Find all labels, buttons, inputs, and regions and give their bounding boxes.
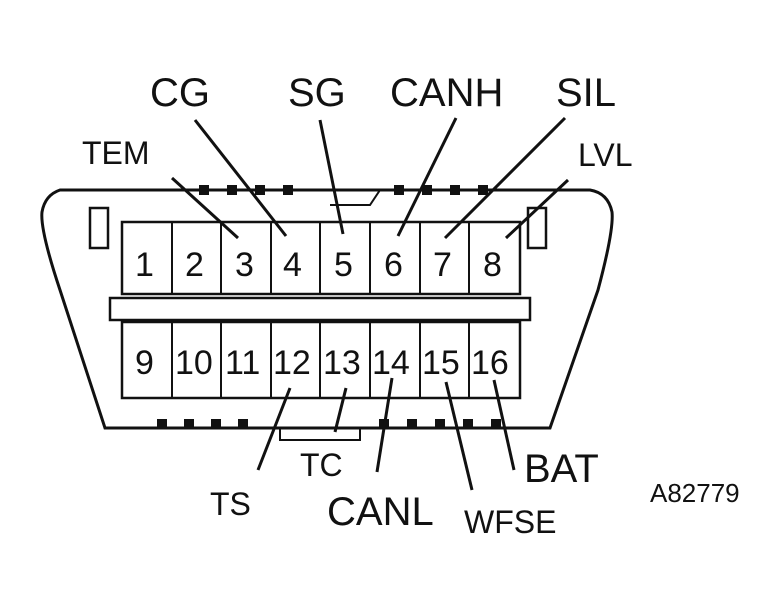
top-key bbox=[330, 189, 382, 206]
label-ts: TS bbox=[210, 486, 251, 522]
bottom-key bbox=[279, 428, 361, 441]
label-canh: CANH bbox=[390, 71, 503, 115]
center-bar bbox=[108, 296, 532, 322]
pin-4: 4 bbox=[283, 246, 302, 284]
top-leader-lines bbox=[170, 116, 570, 240]
label-bat: BAT bbox=[524, 447, 599, 491]
pin-14: 14 bbox=[372, 344, 410, 382]
pin-1: 1 bbox=[135, 246, 154, 284]
pin-15: 15 bbox=[422, 344, 460, 382]
bottom-leader-lines bbox=[256, 377, 516, 491]
figure-id: A82779 bbox=[650, 478, 740, 508]
left-tab bbox=[88, 206, 110, 250]
pin-dividers bbox=[171, 222, 470, 398]
top-notches bbox=[199, 185, 488, 195]
label-sg: SG bbox=[288, 71, 346, 115]
pin-10: 10 bbox=[175, 344, 213, 382]
label-tem: TEM bbox=[82, 135, 150, 171]
pin-7: 7 bbox=[433, 246, 452, 284]
label-lvl: LVL bbox=[578, 137, 633, 173]
label-canl: CANL bbox=[327, 490, 434, 534]
pin-9: 9 bbox=[135, 344, 154, 382]
label-wfse: WFSE bbox=[464, 504, 556, 540]
pin-8: 8 bbox=[483, 246, 502, 284]
label-tc: TC bbox=[300, 447, 343, 483]
pin-13: 13 bbox=[323, 344, 361, 382]
connector-housing bbox=[40, 188, 614, 430]
pin-5: 5 bbox=[334, 246, 353, 284]
pin-3: 3 bbox=[235, 246, 254, 284]
pin-11: 11 bbox=[225, 344, 260, 382]
label-sil: SIL bbox=[556, 71, 616, 115]
label-cg: CG bbox=[150, 71, 210, 115]
pin-6: 6 bbox=[384, 246, 403, 284]
pin-2: 2 bbox=[185, 246, 204, 284]
pin-16: 16 bbox=[471, 344, 509, 382]
pin-12: 12 bbox=[273, 344, 311, 382]
